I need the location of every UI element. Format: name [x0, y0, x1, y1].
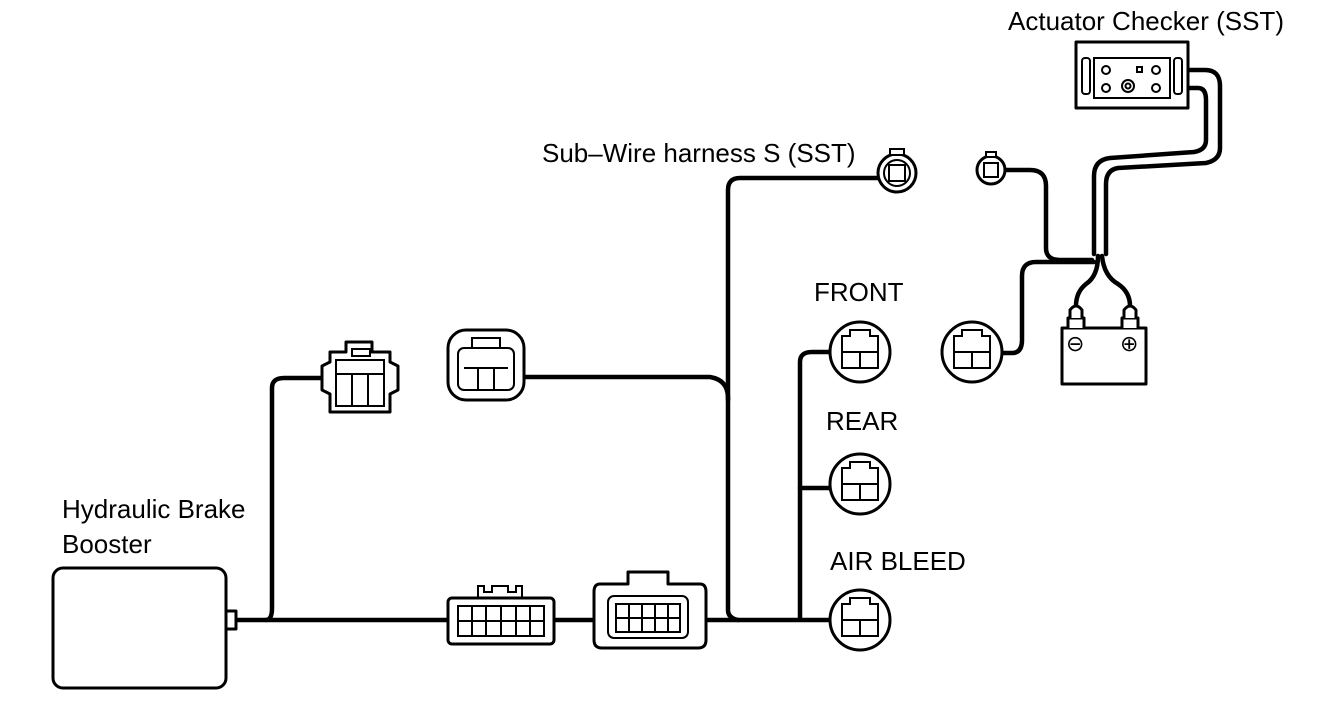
air-bleed-label: AIR BLEED: [830, 546, 966, 576]
lower-center-connector: [592, 570, 708, 650]
actuator-checker-label: Actuator Checker (SST): [1008, 6, 1284, 36]
front-label: FRONT: [814, 277, 904, 307]
sub-wire-harness-label: Sub–Wire harness S (SST): [542, 138, 856, 168]
actuator-checker: [1074, 40, 1190, 110]
wire-checker-cable-inner: [1091, 85, 1209, 257]
battery-positive-icon: ⊕: [1120, 331, 1139, 356]
front-connector: [828, 320, 892, 384]
wire-trunk-to-sub-harness: [725, 175, 883, 403]
upper-left-connector: [320, 340, 400, 414]
upper-center-connector: [446, 328, 526, 402]
hydraulic-brake-booster: [51, 566, 238, 690]
hydraulic-brake-booster-label-line1: Hydraulic Brake: [62, 494, 246, 524]
wire-to-battery-negative: [1073, 253, 1101, 309]
wire-small-connector-to-cable: [1001, 167, 1095, 263]
wire-booster-to-upper-left-connector: [263, 375, 331, 623]
lower-left-connector: [446, 585, 556, 646]
rear-connector: [828, 452, 892, 516]
air-bleed-connector: [828, 588, 892, 652]
wire-to-battery-positive: [1099, 253, 1133, 309]
wire-right-connector-to-cable: [997, 259, 1097, 356]
wire-checker-cable-outer: [1103, 67, 1223, 257]
sub-wire-harness-connector: [876, 148, 918, 194]
right-connector: [940, 320, 1004, 384]
hydraulic-brake-booster-label-line2: Booster: [62, 529, 152, 559]
small-round-connector: [975, 151, 1007, 186]
battery: [1060, 304, 1148, 386]
battery-negative-icon: ⊖: [1066, 331, 1085, 356]
rear-label: REAR: [826, 406, 899, 436]
wires: [233, 67, 1223, 623]
wire-branch-bus: [797, 349, 833, 621]
